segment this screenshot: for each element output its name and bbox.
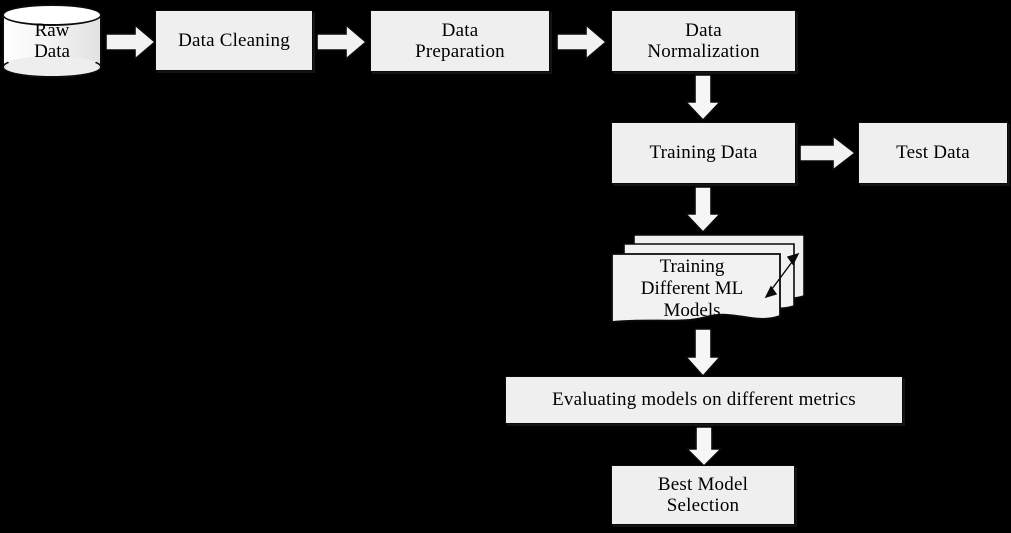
node-label-best-model-selection: Best Model Selection	[657, 473, 749, 516]
node-label-raw-data: Raw Data	[34, 19, 70, 62]
node-label-data-cleaning: Data Cleaning	[178, 29, 290, 51]
node-evaluating-models[interactable]: Evaluating models on different metrics	[505, 376, 903, 424]
document-sheet-front	[611, 253, 781, 323]
node-data-normalization[interactable]: Data Normalization	[611, 10, 796, 72]
arrow-models-to-evaluating	[683, 328, 723, 378]
node-data-preparation[interactable]: Data Preparation	[370, 10, 550, 72]
node-data-cleaning[interactable]: Data Cleaning	[155, 10, 313, 71]
node-label-training-models: Training Different ML Models	[640, 256, 744, 322]
stack-depth-arrow-icon	[764, 252, 800, 299]
node-best-model-selection[interactable]: Best Model Selection	[611, 465, 795, 525]
arrow-normalization-to-training-data	[683, 74, 723, 122]
node-raw-data[interactable]: Raw Data	[2, 4, 102, 78]
node-label-test-data: Test Data	[896, 142, 970, 164]
arrow-training-data-to-models	[683, 186, 723, 234]
node-training-models[interactable]: Training Different ML Models	[608, 232, 808, 332]
arrow-training-to-test	[799, 134, 857, 172]
node-test-data[interactable]: Test Data	[858, 122, 1008, 184]
arrow-cleaning-to-preparation	[316, 23, 368, 61]
node-label-data-preparation: Data Preparation	[415, 19, 505, 62]
arrow-raw-to-cleaning	[105, 23, 157, 61]
arrow-preparation-to-normalization	[556, 23, 608, 61]
cylinder-top	[2, 4, 102, 26]
node-label-training-data: Training Data	[649, 142, 758, 164]
node-label-data-normalization: Data Normalization	[647, 19, 760, 62]
cylinder-bottom	[2, 56, 102, 78]
arrow-evaluating-to-best-model	[684, 426, 724, 468]
node-training-data[interactable]: Training Data	[611, 122, 796, 184]
node-label-evaluating-models: Evaluating models on different metrics	[552, 389, 856, 411]
